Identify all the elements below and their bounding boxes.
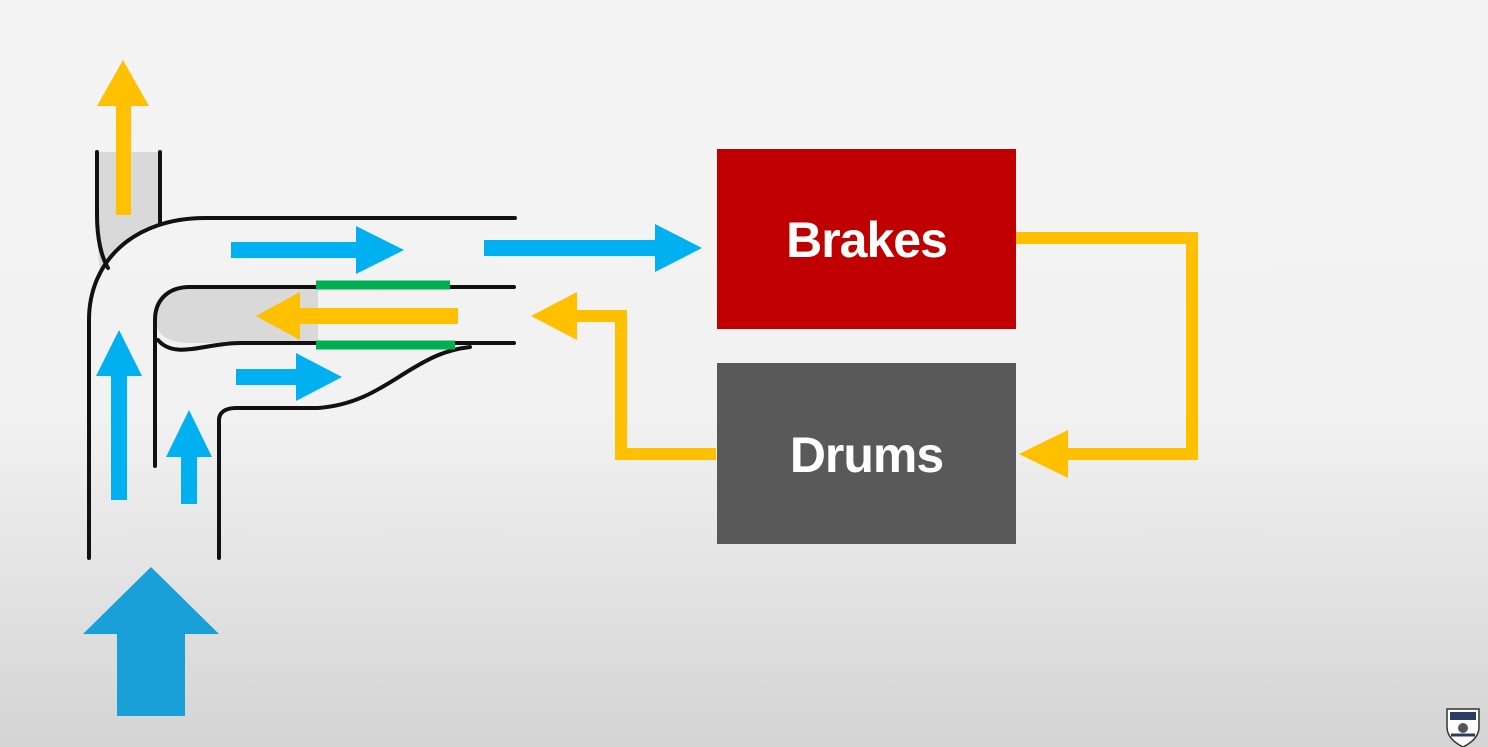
- hot-air-arrows: [97, 60, 458, 340]
- upper-right-arrow: [231, 226, 404, 274]
- cool-air-arrows: [96, 224, 702, 504]
- shield-crest-icon: [1446, 708, 1480, 747]
- hot-air-loop: [575, 232, 1198, 460]
- drums-to-duct-line: [575, 310, 716, 460]
- duct-outline: [87, 150, 517, 560]
- main-inflow-arrow: [83, 567, 219, 716]
- return-channel-fill: [155, 287, 318, 343]
- brakes-box: Brakes: [717, 149, 1016, 329]
- outer-wall: [87, 216, 517, 560]
- middle-up-arrow: [166, 410, 212, 504]
- exhaust-up-arrow: [97, 60, 149, 215]
- inner-branch-wall: [156, 338, 516, 352]
- into-duct-arrowhead: [531, 292, 577, 340]
- into-drums-arrowhead: [1019, 430, 1068, 478]
- brakes-to-drums-line: [1016, 232, 1198, 460]
- drums-label: Drums: [790, 427, 943, 483]
- to-brakes-arrow: [484, 224, 702, 272]
- left-up-arrow: [96, 330, 142, 500]
- lower-right-arrow: [236, 353, 342, 401]
- lower-duct-wall: [217, 345, 472, 560]
- return-channel-wall: [153, 285, 516, 468]
- brakes-label: Brakes: [786, 212, 947, 268]
- drums-box: Drums: [717, 363, 1016, 544]
- seals: [316, 280, 455, 350]
- hot-air-loop-heads: [531, 292, 1068, 478]
- return-left-arrow: [256, 292, 458, 340]
